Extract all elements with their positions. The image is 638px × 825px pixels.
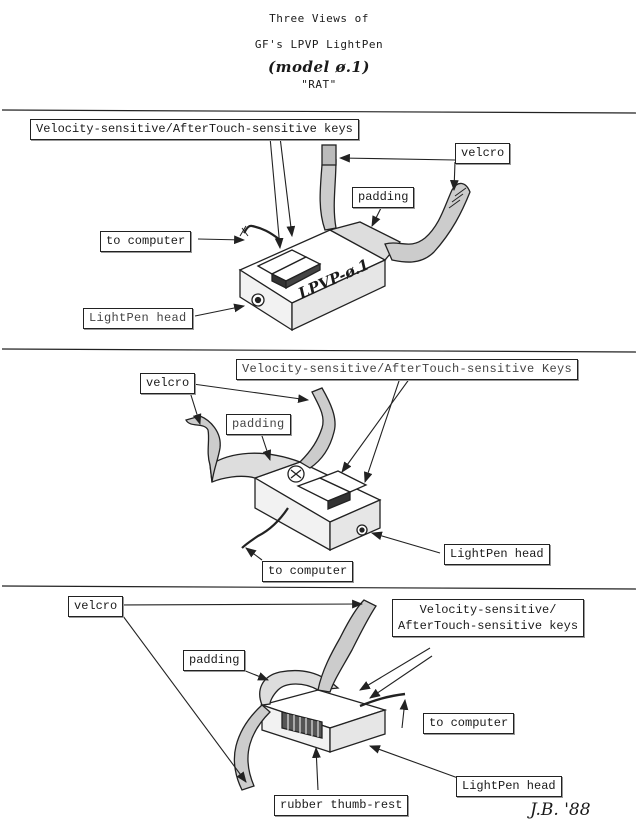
view2-computer-label: to computer [262,561,354,582]
view2-velcro-label: velcro [140,373,196,394]
view3-padding-label: padding [183,650,246,671]
title-line-2: GF's LPVP LightPen [254,38,384,51]
view3-device [233,599,406,791]
view1-device [238,144,471,332]
view3-computer-label: to computer [423,713,515,734]
view1-head-label: LightPen head [83,308,193,329]
view3-keys-label: Velocity-sensitive/ AfterTouch-sensitive… [392,599,585,637]
view3-velcro-label: velcro [68,596,124,617]
view2-padding-label: padding [226,414,291,435]
signature: J.B. '88 [530,800,591,820]
view2-device [185,387,382,552]
title-line-3: (model ø.1) [268,58,370,76]
view2-head-label: LightPen head [444,544,550,565]
view1-keys-label: Velocity-sensitive/AfterTouch-sensitive … [30,119,359,140]
divider-2 [1,348,637,353]
view3-head-label: LightPen head [456,776,562,797]
title-line-4: "RAT" [301,78,337,91]
divider-3 [1,585,637,590]
view1-padding-label: padding [352,187,415,208]
view3-keys-label-line2: AfterTouch-sensitive keys [398,619,579,633]
view3-thumb-label: rubber thumb-rest [274,795,409,816]
title-line-1: Three Views of [269,12,369,25]
view1-velcro-label: velcro [455,143,511,164]
view2-keys-label: Velocity-sensitive/AfterTouch-sensitive … [236,359,579,380]
view3-keys-label-line1: Velocity-sensitive/ [419,603,557,617]
divider-1 [1,109,637,114]
leader-arrows [114,136,459,791]
view1-computer-label: to computer [100,231,192,252]
